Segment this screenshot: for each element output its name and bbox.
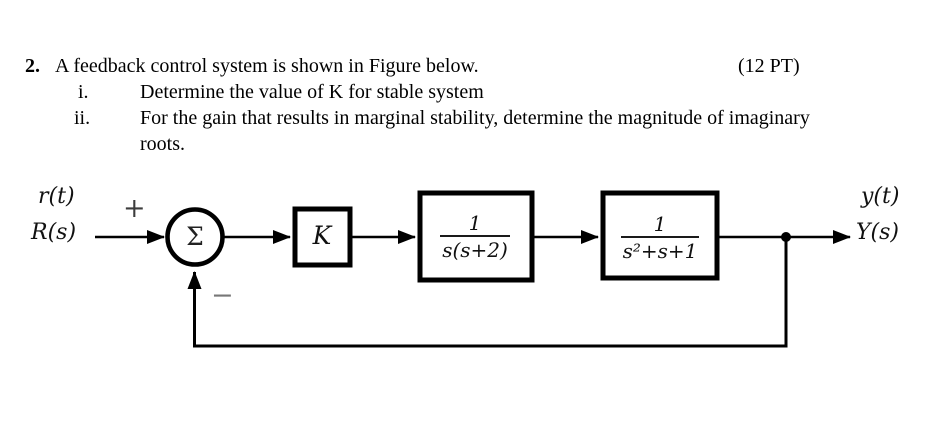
list-item-i-label: i. — [78, 81, 89, 103]
problem-statement: A feedback control system is shown in Fi… — [55, 55, 479, 77]
block2-denominator: s²+s+1 — [622, 239, 698, 263]
list-item-ii-label: ii. — [74, 107, 91, 129]
feedback-path — [187, 240, 788, 348]
block1-fraction-bar — [440, 235, 510, 237]
block2-fraction-bar — [620, 236, 700, 238]
minus-sign: − — [211, 280, 234, 311]
list-item-i-text: Determine the value of K for stable syst… — [140, 81, 484, 103]
problem-number: 2. — [25, 55, 40, 77]
pickoff-dot — [781, 232, 791, 242]
sigma-summation-symbol: Σ — [186, 222, 204, 251]
block1-numerator: 1 — [468, 211, 482, 235]
list-item-ii-text: For the gain that results in marginal st… — [140, 107, 810, 155]
block1-denominator: s(s+2) — [442, 238, 508, 262]
summing-junction-circle — [165, 207, 225, 267]
input-time-label: r(t) — [38, 184, 75, 209]
output-laplace-label: Y(s) — [856, 220, 899, 245]
plus-sign: + — [123, 193, 146, 224]
block2-numerator: 1 — [653, 212, 667, 236]
gain-block-label: K — [312, 221, 332, 250]
transfer-block-1-fraction: 1 s(s+2) — [425, 211, 525, 263]
input-laplace-label: R(s) — [31, 220, 77, 245]
output-time-label: y(t) — [861, 184, 900, 209]
problem-points: (12 PT) — [738, 55, 800, 77]
transfer-block-2-fraction: 1 s²+s+1 — [607, 212, 713, 264]
transfer-block-2 — [600, 190, 720, 281]
